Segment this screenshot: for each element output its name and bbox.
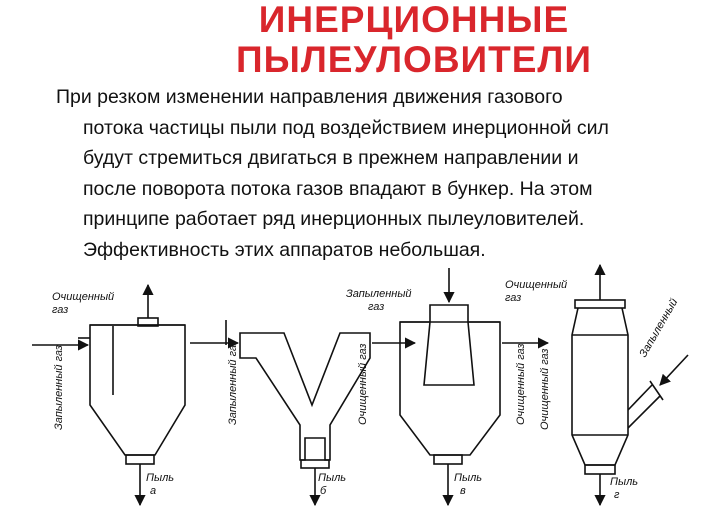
title-line-1: ИНЕРЦИОННЫЕ xyxy=(258,0,570,40)
diagram-c-dust-letter: в xyxy=(460,485,466,497)
paragraph-line-2: потока частицы пыли под воздействием ине… xyxy=(83,116,609,139)
diagram-b-clean-gas-label: Очищенный газ xyxy=(357,343,369,425)
diagram-c-dirty-gas-label-2: газ xyxy=(368,301,384,313)
diagram-d-dust-letter: г xyxy=(614,489,620,501)
diagram-d-dirty-gas-arrow xyxy=(659,354,689,386)
diagram-b-apparatus xyxy=(225,320,371,469)
diagram-d-clean-gas-label-1: Очищенный xyxy=(505,279,567,291)
diagram-a-clean-gas-label-1: Очищенный xyxy=(52,291,114,303)
paragraph-line-3: будут стремиться двигаться в прежнем нап… xyxy=(83,147,579,169)
diagram-a-dirty-gas-label: Запыленный газ xyxy=(53,345,65,430)
diagram-d-dirty-gas-label: Запыленный xyxy=(637,297,680,360)
diagram-a-apparatus xyxy=(78,317,186,465)
diagram-b-dust-letter: б xyxy=(320,485,327,497)
diagram-c-apparatus xyxy=(399,304,501,465)
paragraph-line-1: При резком изменении направления движени… xyxy=(56,86,563,108)
diagram-b-dirty-gas-label: Запыленный газ xyxy=(227,340,239,425)
diagram-d-apparatus xyxy=(571,299,664,475)
diagram-c-clean-gas-label: Очищенный газ xyxy=(515,343,527,425)
title-line-2: ПЫЛЕУЛОВИТЕЛИ xyxy=(236,39,592,80)
diagram-a-dust-label: Пыль xyxy=(146,472,174,484)
diagram-d-clean-gas-label-2: газ xyxy=(505,292,521,304)
diagram-c-dust-label: Пыль xyxy=(454,472,482,484)
diagram-c-dirty-gas-label-1: Запыленный xyxy=(346,288,412,300)
paragraph-line-5: принципе работает ряд инерционных пылеул… xyxy=(83,208,585,230)
paragraph-line-4: после поворота потока газов впадают в бу… xyxy=(83,177,593,200)
diagram-d-dust-label: Пыль xyxy=(610,476,638,488)
diagram-a-clean-gas-label-2: газ xyxy=(52,304,68,316)
paragraph-line-6: Эффективность этих аппаратов небольшая. xyxy=(83,238,486,261)
diagram-a-dust-letter: а xyxy=(150,485,156,497)
diagram-b-dust-label: Пыль xyxy=(318,472,346,484)
diagram-d-side-label: Очищенный газ xyxy=(539,348,551,430)
